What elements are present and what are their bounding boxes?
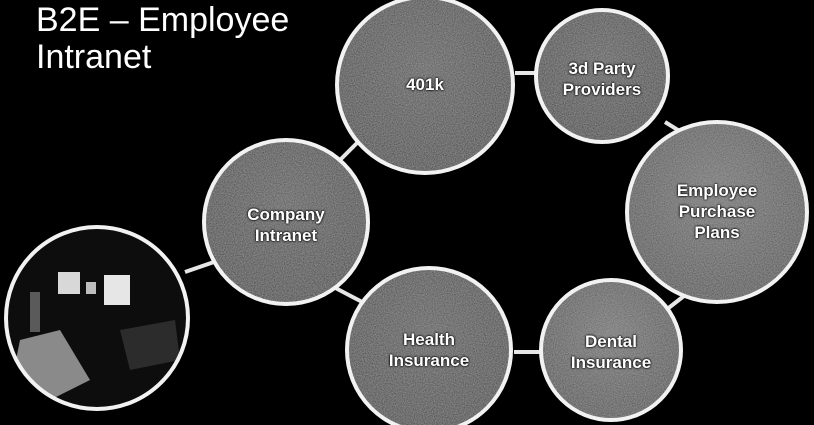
node-employee-purchase-plans xyxy=(625,120,809,304)
connector-photo-intranet xyxy=(184,260,215,274)
page-title: B2E – Employee Intranet xyxy=(36,2,356,76)
node-health-insurance xyxy=(345,266,513,425)
photo-node xyxy=(4,225,190,411)
node-dental-insurance xyxy=(539,278,683,422)
page-title-line-2: Intranet xyxy=(36,38,152,76)
node-3d-party-providers xyxy=(534,8,670,144)
office-photo xyxy=(6,227,188,409)
page-title-line-1: B2E – Employee xyxy=(36,1,290,39)
node-401k xyxy=(335,0,515,175)
node-company-intranet xyxy=(202,138,370,306)
